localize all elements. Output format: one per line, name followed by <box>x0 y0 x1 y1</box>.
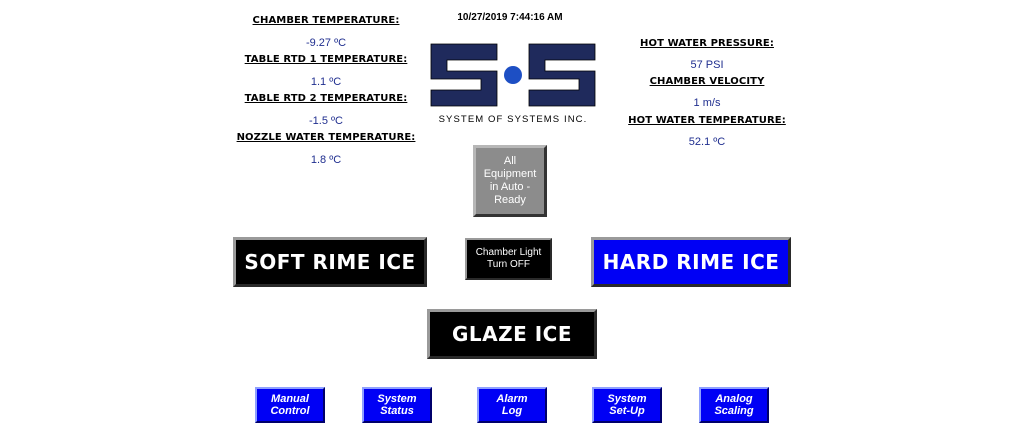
manual-control-button[interactable]: Manual Control <box>255 387 325 423</box>
equipment-status-indicator: All Equipment in Auto - Ready <box>473 145 547 217</box>
alarm-log-button[interactable]: Alarm Log <box>477 387 547 423</box>
nav-label-line2: Log <box>501 405 523 417</box>
table-rtd2-temperature-label: TABLE RTD 2 TEMPERATURE: <box>244 93 408 104</box>
chamber-light-action: Turn OFF <box>487 259 530 270</box>
hot-water-temperature-label: HOT WATER TEMPERATURE: <box>628 115 786 126</box>
system-setup-button[interactable]: System Set-Up <box>592 387 662 423</box>
company-logo: SYSTEM OF SYSTEMS INC. <box>425 40 601 130</box>
nozzle-water-temperature-label: NOZZLE WATER TEMPERATURE: <box>236 132 416 143</box>
nav-label-line1: Alarm <box>496 393 528 405</box>
table-rtd2-temperature-value: -1.5 ºC <box>309 115 343 127</box>
analog-scaling-button[interactable]: Analog Scaling <box>699 387 769 423</box>
logo-caption: SYSTEM OF SYSTEMS INC. <box>438 114 588 125</box>
sos-logo-icon <box>430 43 596 107</box>
nav-label-line1: System <box>377 393 417 405</box>
nav-label-line1: Manual <box>271 393 309 405</box>
system-status-button[interactable]: System Status <box>362 387 432 423</box>
hot-water-pressure-label: HOT WATER PRESSURE: <box>640 38 774 49</box>
chamber-light-button[interactable]: Chamber Light Turn OFF <box>465 238 552 280</box>
hot-water-pressure-value: 57 PSI <box>690 59 724 71</box>
nozzle-water-temperature-value: 1.8 ºC <box>310 154 342 166</box>
soft-rime-ice-button[interactable]: SOFT RIME ICE <box>233 237 427 287</box>
chamber-temperature-value: -9.27 ºC <box>305 37 347 49</box>
nav-label-line1: Analog <box>715 393 753 405</box>
chamber-velocity-value: 1 m/s <box>693 97 721 109</box>
logo-dot <box>504 66 522 84</box>
nav-label-line2: Set-Up <box>609 405 645 417</box>
chamber-velocity-label: CHAMBER VELOCITY <box>649 76 765 87</box>
timestamp: 10/27/2019 7:44:16 AM <box>457 12 563 23</box>
hard-rime-ice-button[interactable]: HARD RIME ICE <box>591 237 791 287</box>
nav-label-line2: Status <box>380 405 414 417</box>
nav-label-line2: Scaling <box>714 405 754 417</box>
nav-label-line1: System <box>607 393 647 405</box>
table-rtd1-temperature-value: 1.1 ºC <box>310 76 342 88</box>
hot-water-temperature-value: 52.1 ºC <box>688 136 726 148</box>
table-rtd1-temperature-label: TABLE RTD 1 TEMPERATURE: <box>244 54 408 65</box>
chamber-temperature-label: CHAMBER TEMPERATURE: <box>252 15 400 26</box>
glaze-ice-button[interactable]: GLAZE ICE <box>427 309 597 359</box>
chamber-light-label: Chamber Light <box>475 247 542 258</box>
nav-label-line2: Control <box>270 405 310 417</box>
